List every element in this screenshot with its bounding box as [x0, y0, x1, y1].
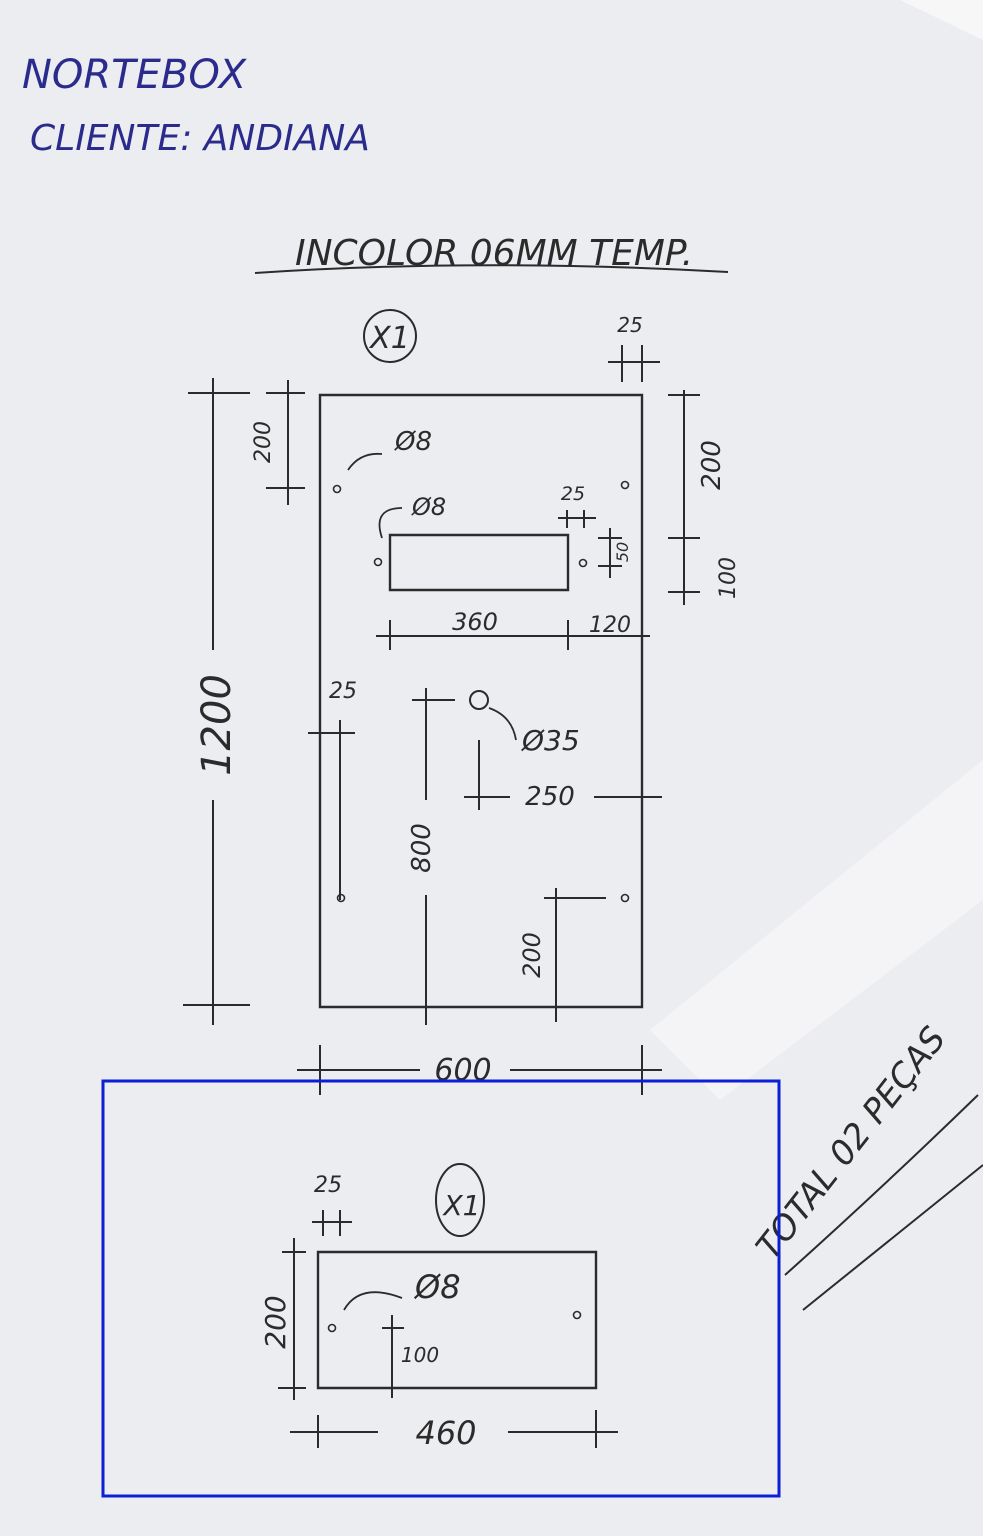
- piece-2-outline: [318, 1252, 596, 1388]
- piece-2-edge-25-label: 25: [314, 1173, 342, 1198]
- client-name: CLIENTE: ANDIANA: [30, 118, 370, 159]
- piece-2-hole-right: [574, 1312, 581, 1319]
- paper-corner-highlight: [900, 0, 983, 40]
- top-left-200-label: 200: [251, 421, 276, 463]
- piece-2-qty: X1: [442, 1189, 481, 1222]
- piece-1-qty-circle: [364, 310, 416, 362]
- right-100-label: 100: [716, 557, 741, 599]
- company-name: NORTEBOX: [22, 52, 248, 98]
- piece-2-qty-circle: [435, 1163, 485, 1237]
- selection-box[interactable]: [103, 1081, 779, 1496]
- hole-top-left: [334, 486, 341, 493]
- leader-line: [380, 508, 403, 538]
- piece-2-hole-left: [329, 1325, 336, 1332]
- handle-800-label: 800: [407, 823, 437, 873]
- total-underline: [785, 1095, 978, 1275]
- leader-line: [348, 454, 382, 470]
- right-200-label: 200: [697, 440, 727, 490]
- total-underline-2: [803, 1165, 983, 1310]
- edge-left-25-label: 25: [329, 679, 357, 704]
- light-reflection: [650, 760, 983, 1100]
- hole-slot-right: [580, 560, 587, 567]
- edge-top-right-label: 25: [617, 313, 642, 337]
- bottom-200-label: 200: [518, 932, 546, 978]
- hole-slot-left-label: Ø8: [411, 493, 446, 521]
- piece-1-qty: X1: [368, 321, 410, 356]
- piece-2-height-200-label: 200: [259, 1295, 292, 1348]
- handle-offset-250-label: 250: [525, 782, 575, 812]
- slot-cutout: [390, 535, 568, 590]
- slot-right-120-label: 120: [589, 613, 631, 638]
- edge-slot-right-label: 25: [561, 483, 585, 505]
- height-1200-label: 1200: [194, 674, 240, 776]
- piece-2-hole-offset-100-label: 100: [401, 1343, 439, 1367]
- hole-slot-left: [375, 559, 382, 566]
- hole-bottom-right: [622, 895, 629, 902]
- piece-2-hole-label: Ø8: [413, 1268, 461, 1306]
- leader-line: [489, 708, 516, 740]
- slot-height-50-label: 50: [613, 542, 632, 562]
- spec-underline: [255, 265, 728, 273]
- width-600-label: 600: [434, 1053, 491, 1088]
- hole-bottom-left: [338, 895, 345, 902]
- handle-hole-label: Ø35: [521, 724, 580, 757]
- piece-2: X1 25 200 Ø8 100 460: [259, 1163, 618, 1452]
- hole-handle: [470, 691, 488, 709]
- piece-2-width-460-label: 460: [415, 1414, 476, 1452]
- piece-1: X1 1200 200 Ø8 25 200 100: [183, 310, 741, 1095]
- hole-top-left-label: Ø8: [394, 427, 432, 457]
- hole-top-right: [622, 482, 629, 489]
- leader-line: [344, 1292, 402, 1310]
- slot-width-360-label: 360: [452, 608, 498, 636]
- piece-1-outline: [320, 395, 642, 1007]
